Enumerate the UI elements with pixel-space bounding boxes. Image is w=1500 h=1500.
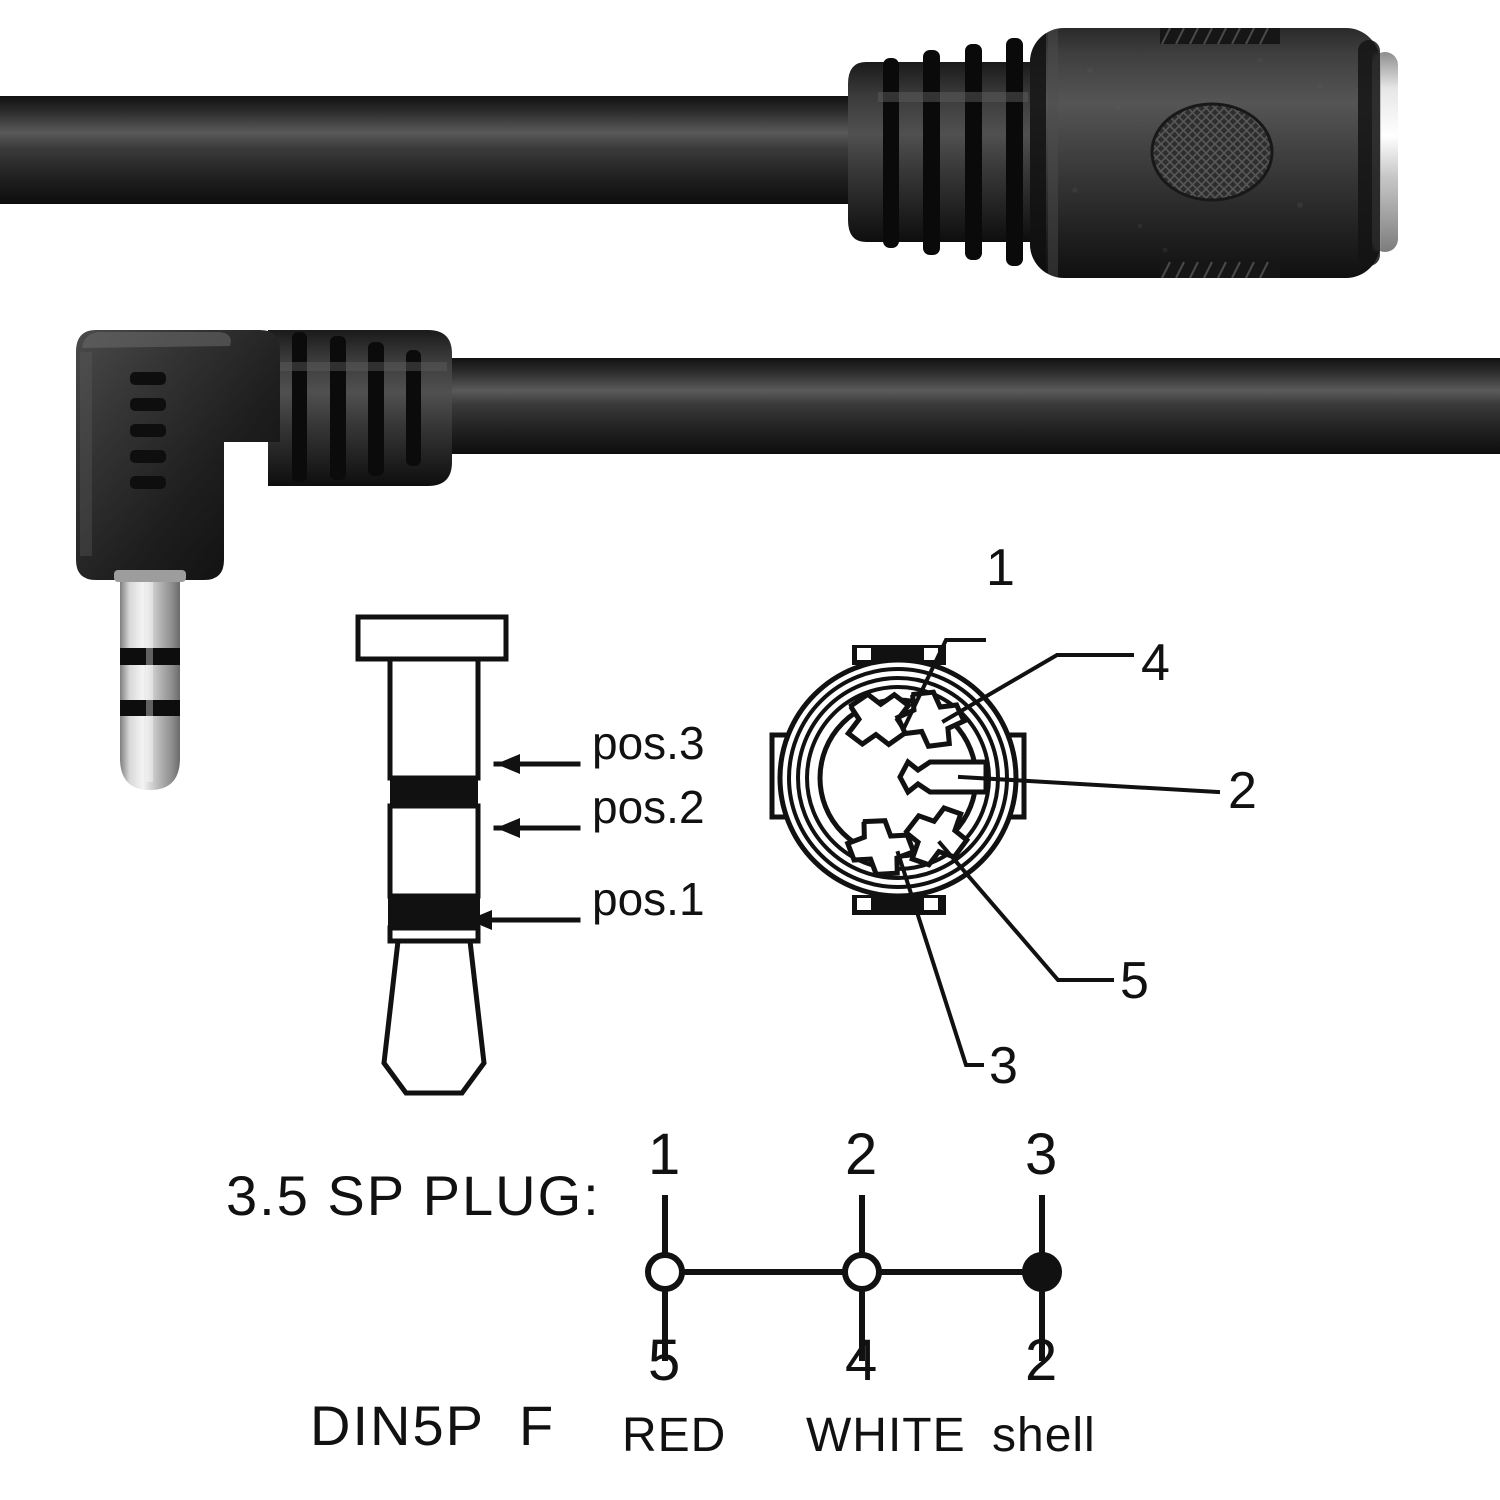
wiring-top-pin-1: 1 — [648, 1122, 681, 1187]
wiring-bottom-pin-4: 4 — [845, 1328, 878, 1393]
node-open-2 — [842, 1252, 882, 1292]
jack-plug-photo — [76, 330, 1500, 790]
din-leader-lines — [895, 638, 1221, 1067]
plug-pos3-label: pos.3 — [592, 717, 705, 769]
din-pin-1-label: 1 — [986, 539, 1015, 597]
grip-pad — [1152, 104, 1272, 200]
din-side-title: DIN5P F — [310, 1394, 556, 1457]
plug-pos2-label: pos.2 — [592, 781, 705, 833]
wiring-schematic — [645, 1195, 1062, 1361]
wiring-top-pin-3: 3 — [1025, 1122, 1058, 1187]
plug-strain-relief — [268, 330, 452, 486]
plug-side-title: 3.5 SP PLUG: — [226, 1164, 601, 1227]
din-pin-5-label: 5 — [1120, 952, 1149, 1010]
node-open-1 — [645, 1252, 685, 1292]
plug-elbow-body — [76, 330, 280, 580]
wire-name-shell: shell — [992, 1409, 1096, 1462]
node-filled — [1022, 1252, 1062, 1292]
wire-name-white: WHITE — [806, 1409, 966, 1462]
pos-callout-arrows — [465, 754, 581, 930]
plug-pos1-label: pos.1 — [592, 873, 705, 925]
trs-tip — [114, 570, 186, 790]
din-pin-3-label: 3 — [989, 1037, 1018, 1095]
wiring-bottom-pin-2: 2 — [1025, 1328, 1058, 1393]
wiring-bottom-pin-5: 5 — [648, 1328, 681, 1393]
din-pin-4-label: 4 — [1141, 634, 1170, 692]
strain-relief-ribs — [848, 38, 1046, 266]
wiring-top-pin-2: 2 — [845, 1122, 878, 1187]
din-pin-2-label: 2 — [1228, 762, 1257, 820]
din-socket-drawing — [769, 645, 1027, 915]
din-female-connector-photo — [0, 28, 1398, 278]
wire-name-red: RED — [622, 1409, 727, 1462]
plug-section-drawing — [355, 614, 509, 1096]
